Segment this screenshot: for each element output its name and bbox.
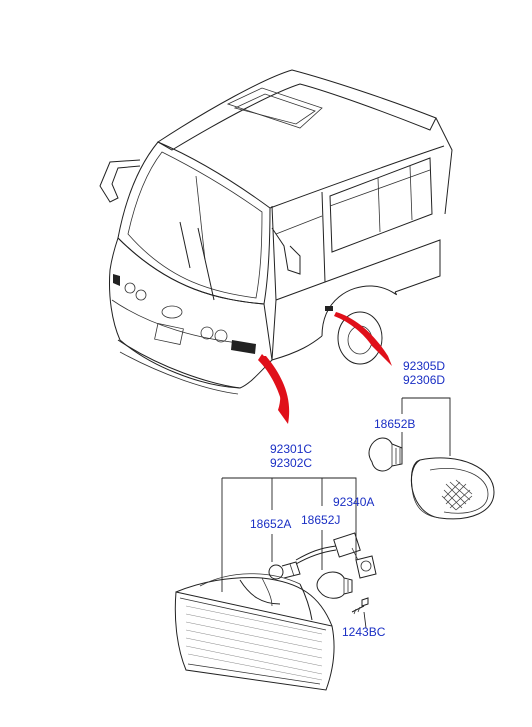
part-label-92301c[interactable]: 92301C: [270, 442, 312, 456]
part-label-18652j[interactable]: 18652J: [301, 513, 340, 527]
bulb-18652j: [316, 571, 353, 599]
part-label-92306d[interactable]: 92306D: [403, 373, 445, 387]
front-combination-lamp: [174, 573, 335, 691]
part-label-18652a[interactable]: 18652A: [250, 517, 291, 531]
front-lamp-leader: [222, 477, 357, 560]
part-label-92305d[interactable]: 92305D: [403, 359, 445, 373]
side-marker-lamp: [410, 457, 495, 520]
screw: [351, 597, 369, 615]
part-label-18652b[interactable]: 18652B: [374, 417, 415, 431]
side-lamp-callout-arrow: [334, 312, 392, 366]
side-bulb: [368, 437, 403, 472]
side-lamp-leader: [402, 397, 451, 456]
part-label-92302c[interactable]: 92302C: [270, 456, 312, 470]
part-label-1243bc[interactable]: 1243BC: [342, 625, 386, 639]
bulb-18652a: [268, 561, 301, 580]
bus-illustration: [99, 69, 453, 395]
part-label-92340a[interactable]: 92340A: [333, 495, 374, 509]
socket-with-wire: [295, 532, 377, 579]
